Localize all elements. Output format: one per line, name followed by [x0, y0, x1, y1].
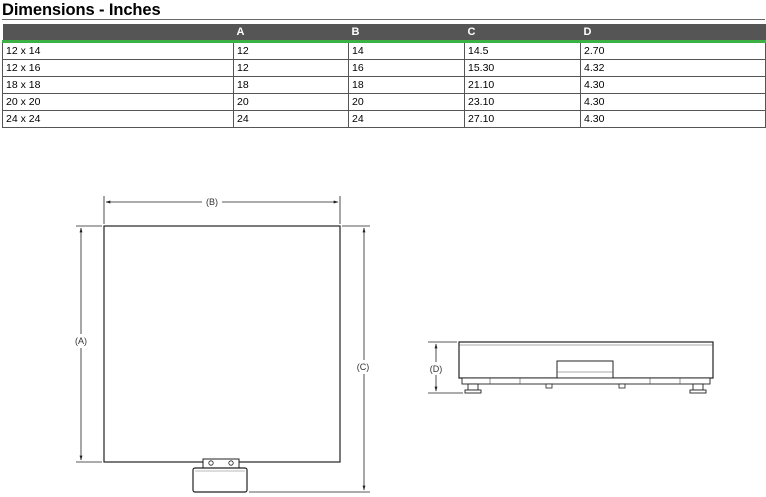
- cell-size: 24 x 24: [2, 110, 234, 128]
- platform-top-outline: [103, 225, 341, 463]
- cell-c: 27.10: [464, 110, 581, 128]
- cell-d: 4.30: [580, 76, 766, 94]
- cell-a: 20: [233, 93, 349, 111]
- cell-c: 15.30: [464, 59, 581, 77]
- cell-b: 24: [348, 110, 465, 128]
- dim-label-c: (C): [357, 362, 370, 372]
- table-row: 20 x 20 20 20 23.10 4.30: [2, 93, 766, 111]
- dimensions-table: A B C D 12 x 14 12 14 14.5 2.70 12 x 16 …: [2, 24, 766, 128]
- page-title: Dimensions - Inches: [2, 1, 161, 19]
- header-d: D: [580, 24, 766, 43]
- cell-b: 18: [348, 76, 465, 94]
- cell-size: 18 x 18: [2, 76, 234, 94]
- header-c: C: [464, 24, 581, 43]
- cell-d: 2.70: [580, 41, 766, 60]
- cell-b: 16: [348, 59, 465, 77]
- cell-size: 12 x 14: [2, 41, 234, 60]
- header-size: [2, 24, 234, 43]
- cell-a: 12: [233, 59, 349, 77]
- cell-b: 20: [348, 93, 465, 111]
- table-row: 18 x 18 18 18 21.10 4.30: [2, 76, 766, 94]
- dim-label-b: (B): [206, 197, 218, 207]
- cell-a: 12: [233, 41, 349, 60]
- cell-b: 14: [348, 41, 465, 60]
- header-b: B: [348, 24, 465, 43]
- dim-label-a: (A): [75, 336, 87, 346]
- top-view: (B) (A) (C): [75, 196, 370, 493]
- cell-d: 4.30: [580, 93, 766, 111]
- dim-label-d: (D): [430, 364, 443, 374]
- title-divider: [2, 19, 765, 20]
- header-a: A: [233, 24, 349, 43]
- cell-c: 23.10: [464, 93, 581, 111]
- table-row: 12 x 16 12 16 15.30 4.32: [2, 59, 766, 77]
- cell-size: 12 x 16: [2, 59, 234, 77]
- table-row: 12 x 14 12 14 14.5 2.70: [2, 41, 766, 60]
- cell-size: 20 x 20: [2, 93, 234, 111]
- cell-d: 4.30: [580, 110, 766, 128]
- side-view: (D): [428, 341, 714, 394]
- table-row: 24 x 24 24 24 27.10 4.30: [2, 110, 766, 128]
- cell-a: 18: [233, 76, 349, 94]
- table-header-row: A B C D: [2, 24, 766, 43]
- cell-d: 4.32: [580, 59, 766, 77]
- cell-c: 14.5: [464, 41, 581, 60]
- cell-a: 24: [233, 110, 349, 128]
- cell-c: 21.10: [464, 76, 581, 94]
- indicator-stub: [192, 458, 248, 493]
